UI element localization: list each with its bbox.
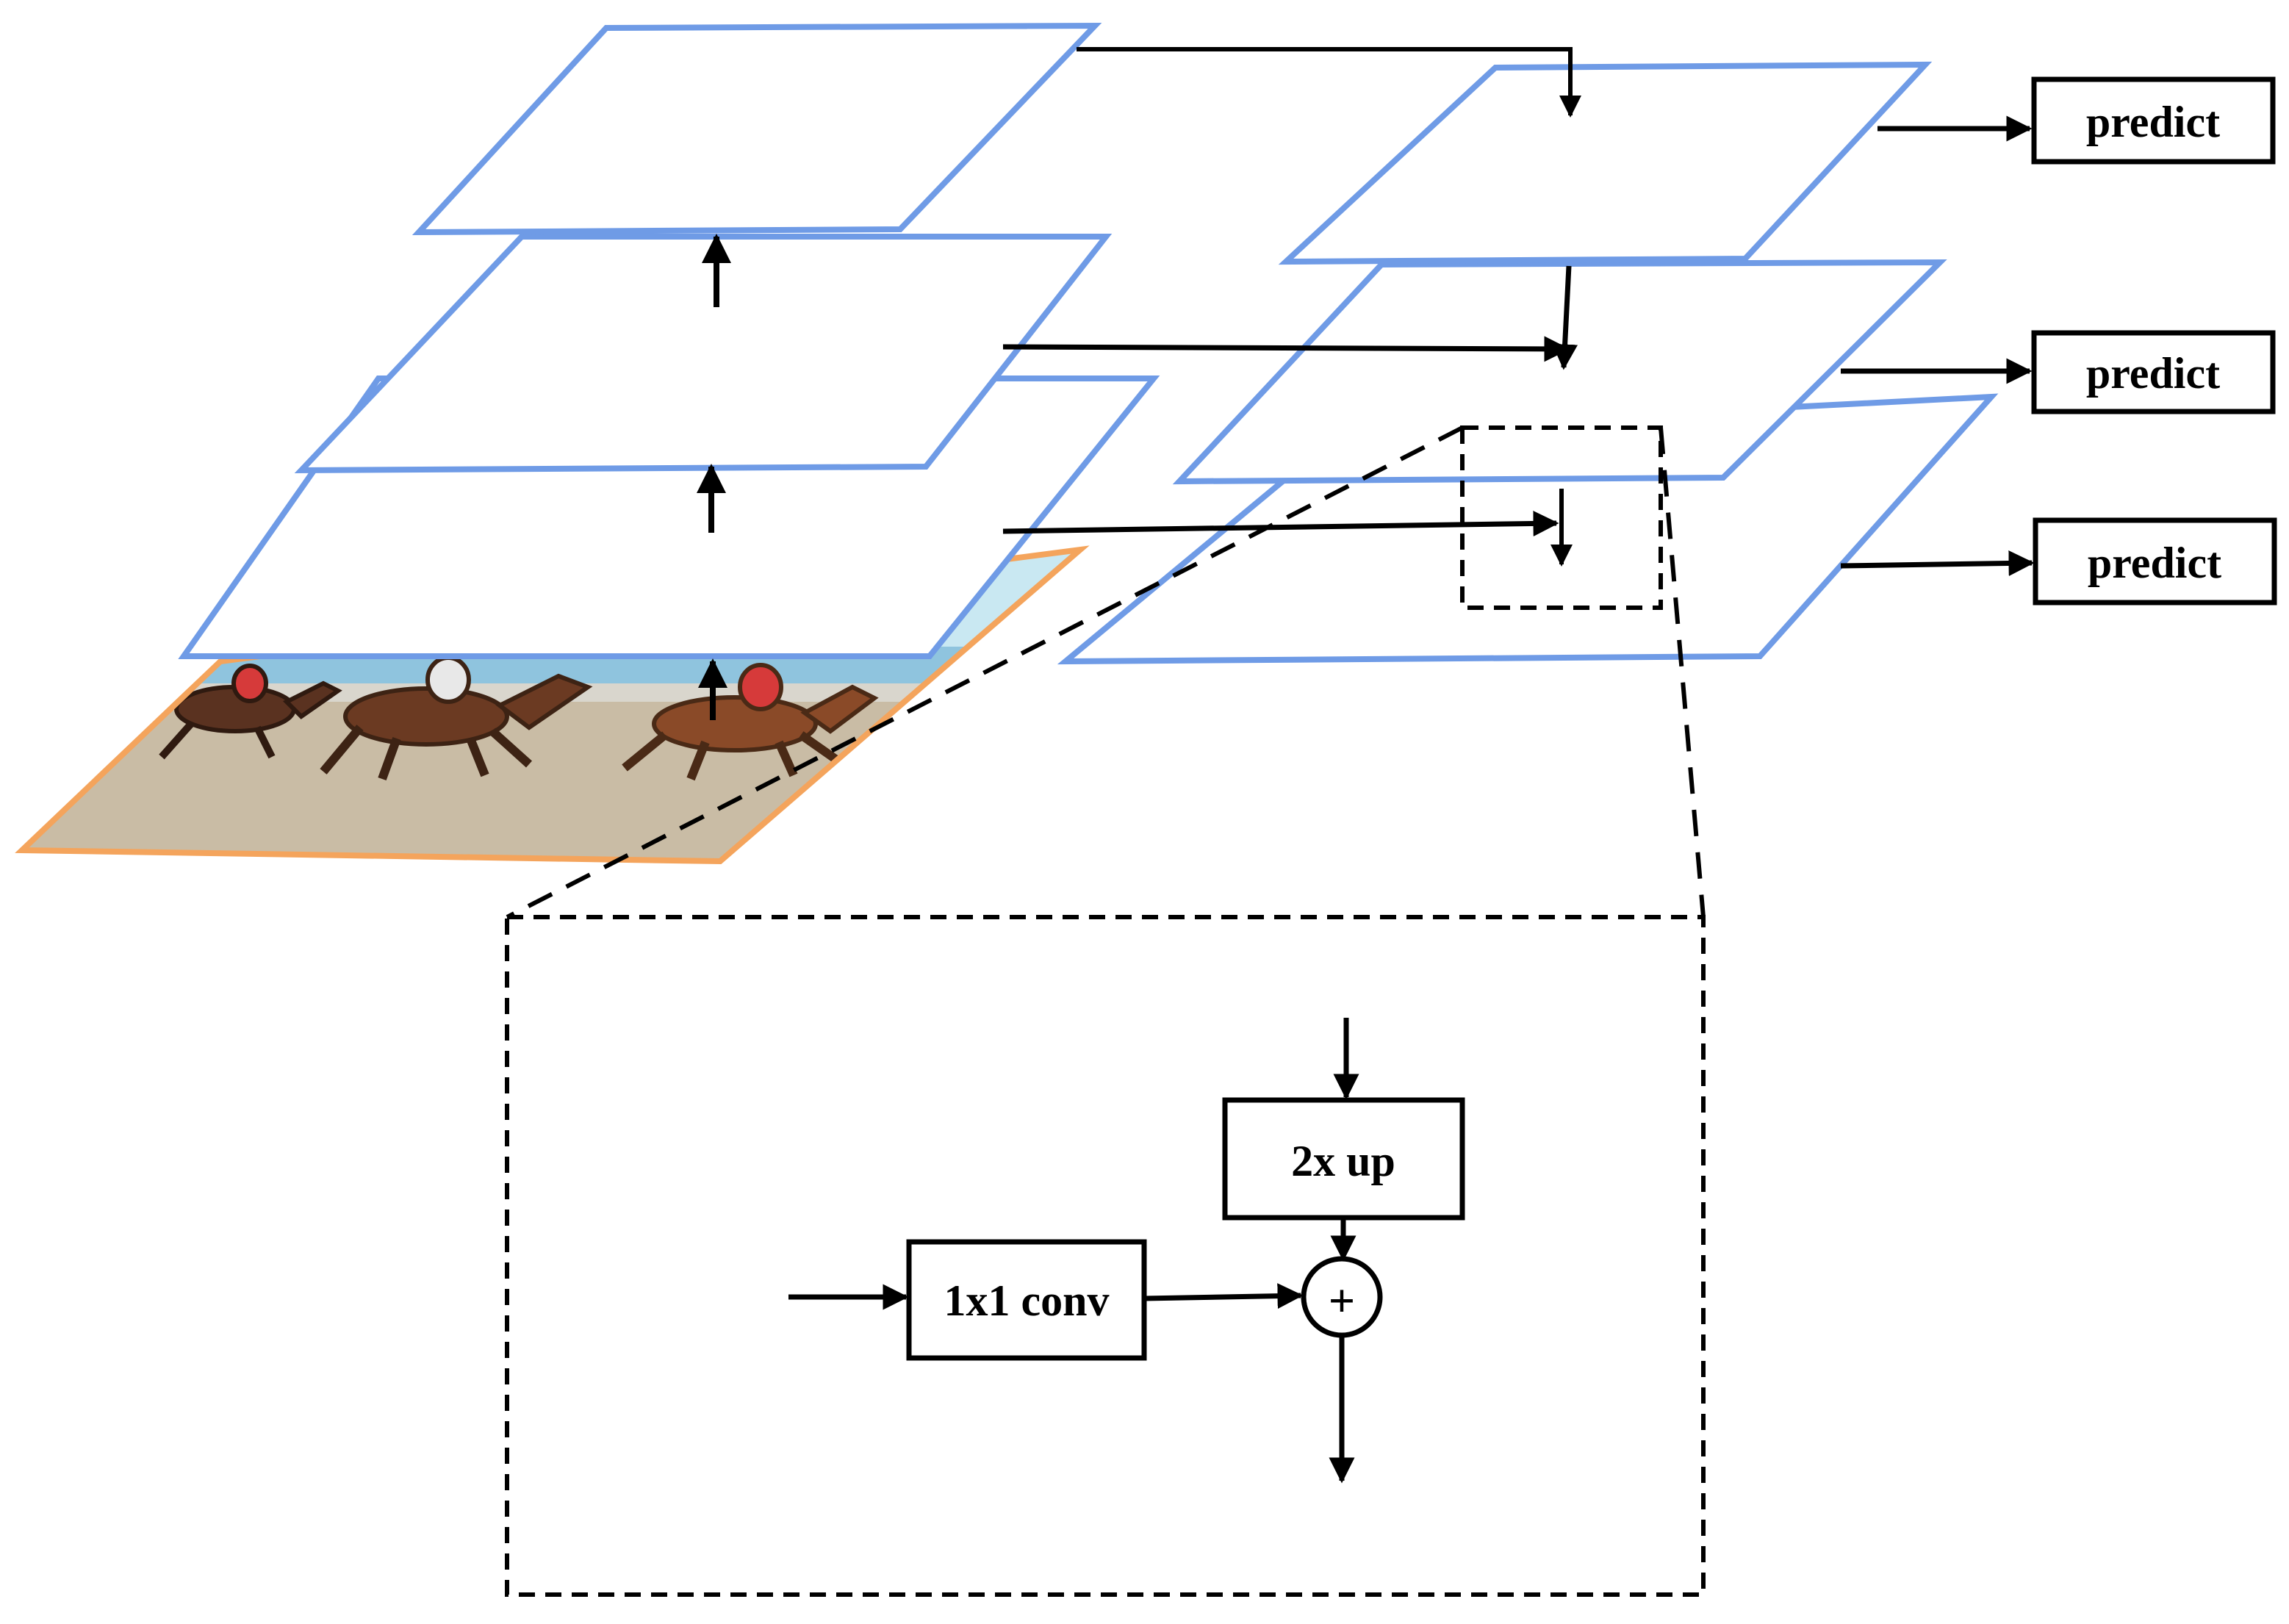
predict-label-1: predict xyxy=(2086,98,2220,146)
zoom-guide-right xyxy=(1659,427,1706,918)
detail-border xyxy=(505,915,1706,1597)
merge-detail-panel: 2x up 1x1 conv + xyxy=(505,915,1706,1597)
predict-box-3: predict xyxy=(2033,517,2277,606)
predict-box-1: predict xyxy=(2031,76,2276,165)
lateral-arrow-bottom xyxy=(1002,510,1559,536)
top-down-arrow-1 xyxy=(1552,265,1578,370)
top-down-level-2 xyxy=(1172,259,1947,485)
upsample-label: 2x up xyxy=(1291,1137,1395,1185)
predict-box-2: predict xyxy=(2031,330,2276,414)
zoom-guide-left xyxy=(506,425,1464,919)
lateral-arrow-middle xyxy=(1002,336,1570,362)
lateral-conv-box xyxy=(906,1239,1147,1361)
bottom-up-level-3 xyxy=(412,22,1102,236)
zoom-region xyxy=(1460,425,1663,610)
lateral-conv-label: 1x1 conv xyxy=(944,1276,1110,1325)
horse-1 xyxy=(320,655,593,781)
bottom-up-level-2 xyxy=(294,234,1113,474)
horse-3 xyxy=(159,664,342,760)
predict-arrow-3 xyxy=(1840,550,2035,576)
lateral-arrow-top xyxy=(1077,47,1581,118)
predict-label-3: predict xyxy=(2088,539,2221,587)
horse-2 xyxy=(622,663,879,781)
predict-label-2: predict xyxy=(2086,349,2220,398)
conv-to-sum-arrow xyxy=(1143,1283,1304,1309)
upsample-box xyxy=(1222,1097,1465,1221)
sum-symbol: + xyxy=(1329,1275,1355,1327)
top-down-level-3 xyxy=(1278,61,1933,265)
